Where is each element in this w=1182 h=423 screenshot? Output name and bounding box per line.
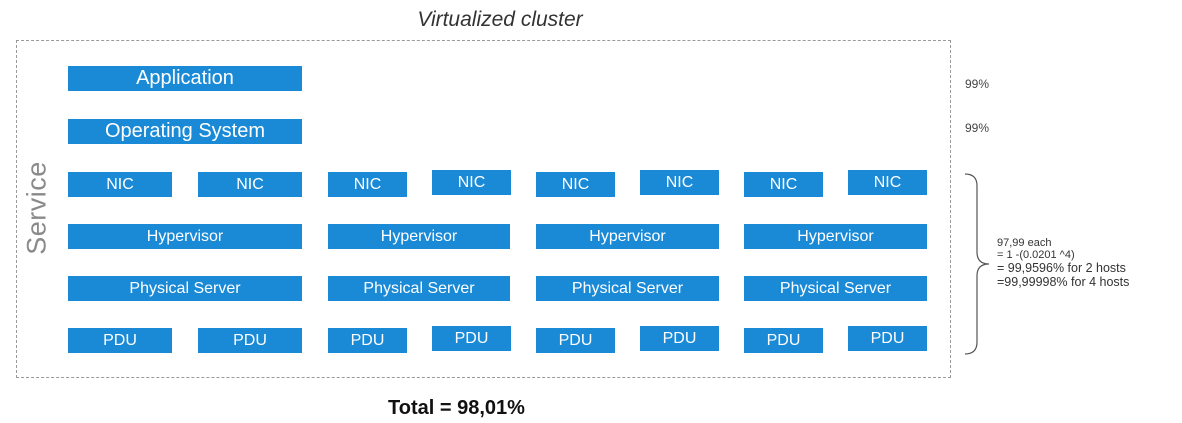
hypervisor-box: Hypervisor xyxy=(328,224,510,249)
nic-box: NIC xyxy=(198,172,302,197)
nic-box: NIC xyxy=(432,170,511,195)
redundancy-note-line: = 1 -(0.0201 ^4) xyxy=(997,249,1075,261)
application-box: Application xyxy=(68,66,302,91)
nic-box: NIC xyxy=(848,170,927,195)
pdu-box: PDU xyxy=(68,328,172,353)
redundancy-note-line: = 99,9596% for 2 hosts xyxy=(997,261,1126,275)
nic-box: NIC xyxy=(328,172,407,197)
redundancy-note: 97,99 each = 1 -(0.0201 ^4) = 99,9596% f… xyxy=(997,238,1129,288)
nic-box: NIC xyxy=(640,170,719,195)
redundancy-note-line: =99,99998% for 4 hosts xyxy=(997,274,1130,289)
nic-box: NIC xyxy=(744,172,823,197)
operating-system-box: Operating System xyxy=(68,119,302,144)
physical-server-box: Physical Server xyxy=(536,276,719,301)
os-availability: 99% xyxy=(965,121,990,135)
pdu-box: PDU xyxy=(198,328,302,353)
hypervisor-box: Hypervisor xyxy=(68,224,302,249)
nic-box: NIC xyxy=(536,172,615,197)
pdu-box: PDU xyxy=(744,328,823,353)
hypervisor-box: Hypervisor xyxy=(744,224,927,249)
physical-server-box: Physical Server xyxy=(328,276,510,301)
service-label: Service xyxy=(21,161,52,255)
hypervisor-box: Hypervisor xyxy=(536,224,719,249)
pdu-box: PDU xyxy=(432,326,511,351)
nic-box: NIC xyxy=(68,172,172,197)
total-availability: Total = 98,01% xyxy=(388,397,525,419)
physical-server-box: Physical Server xyxy=(68,276,302,301)
diagram-title: Virtualized cluster xyxy=(417,8,583,31)
right-curly-brace xyxy=(964,173,990,355)
pdu-box: PDU xyxy=(328,328,407,353)
pdu-box: PDU xyxy=(848,326,927,351)
application-availability: 99% xyxy=(965,77,990,91)
redundancy-note-line: 97,99 each xyxy=(997,237,1052,249)
virtualized-cluster-boundary xyxy=(16,40,951,378)
pdu-box: PDU xyxy=(640,326,719,351)
pdu-box: PDU xyxy=(536,328,615,353)
physical-server-box: Physical Server xyxy=(744,276,927,301)
